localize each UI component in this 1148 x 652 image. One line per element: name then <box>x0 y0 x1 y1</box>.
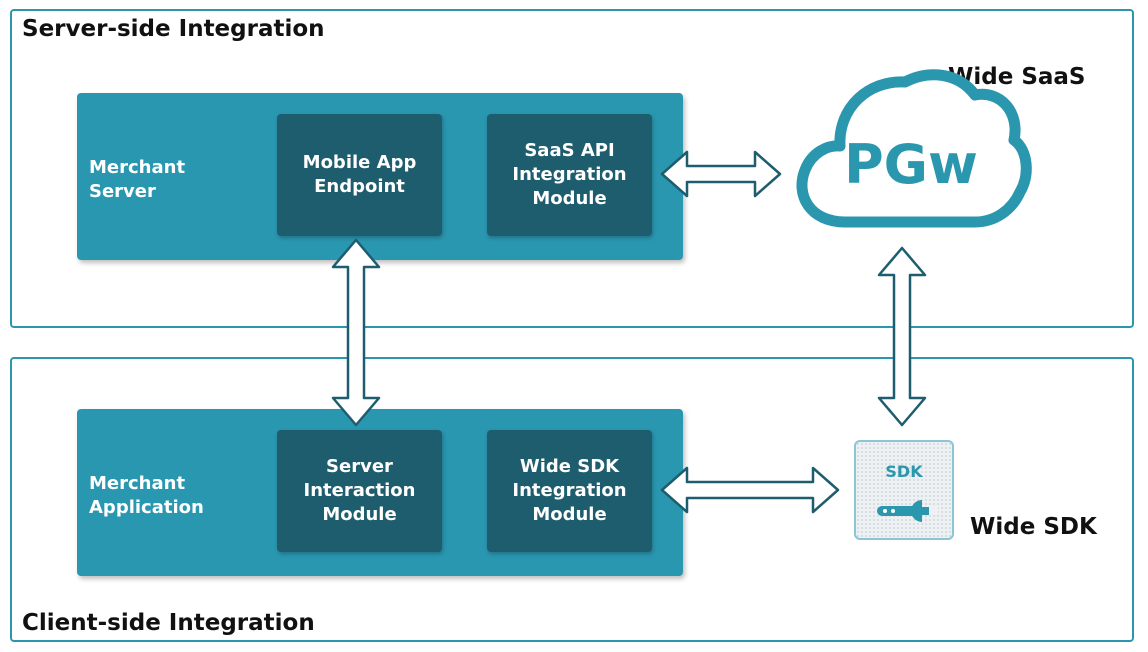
merchant-server-label: Merchant Server <box>89 157 186 202</box>
mobile-app-endpoint-module: Mobile App Endpoint <box>277 114 442 236</box>
wide-sdk-integration-label: Wide SDK Integration Module <box>512 456 627 525</box>
mobile-app-endpoint-label: Mobile App Endpoint <box>302 152 417 197</box>
wrench-icon <box>877 500 938 522</box>
cloud-icon: PGw <box>796 69 1032 228</box>
saas-api-integration-module: SaaS API Integration Module <box>487 114 652 236</box>
server-interaction-module: Server Interaction Module <box>277 430 442 552</box>
merchant-application-label: Merchant Application <box>89 473 204 518</box>
wide-sdk-label: Wide SDK <box>970 514 1097 540</box>
sdk-badge: SDK <box>854 440 954 540</box>
pgw-cloud-text: PGw <box>844 133 978 196</box>
wide-sdk-integration-module: Wide SDK Integration Module <box>487 430 652 552</box>
arrow-sdk-integration-sdk <box>660 466 840 514</box>
arrow-saas-api-cloud <box>660 150 782 198</box>
saas-api-integration-label: SaaS API Integration Module <box>512 140 627 209</box>
arrow-cloud-sdk <box>877 246 927 427</box>
server-interaction-label: Server Interaction Module <box>303 456 416 525</box>
server-side-title: Server-side Integration <box>22 16 325 42</box>
sdk-badge-text: SDK <box>885 462 923 481</box>
arrow-endpoint-interaction <box>331 238 381 427</box>
client-side-title: Client-side Integration <box>22 610 315 636</box>
